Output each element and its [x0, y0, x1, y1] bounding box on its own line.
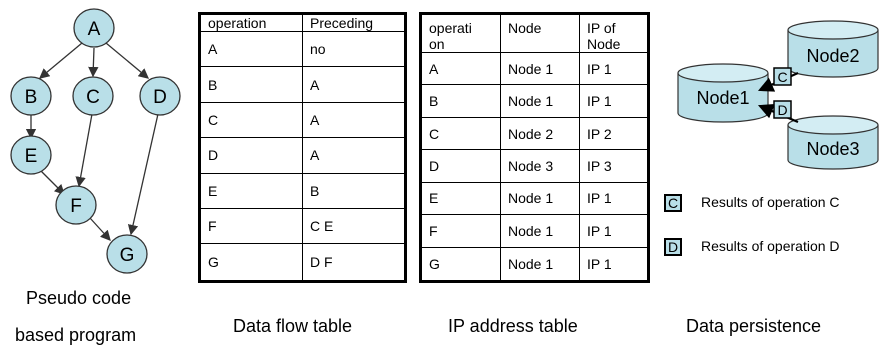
data-flow-cell: D	[199, 137, 303, 174]
data-flow-cell: F	[199, 208, 303, 245]
node-f-label: F	[70, 196, 82, 217]
ip-header-ip: IP of Node	[579, 13, 649, 53]
node-d-label: D	[153, 87, 167, 108]
ip-address-cell: Node 1	[500, 246, 580, 283]
edge-f-g	[89, 217, 111, 241]
ip-address-cell: G	[420, 246, 501, 283]
ip-address-cell: D	[420, 149, 501, 183]
data-flow-cell: E	[199, 172, 303, 210]
node-a	[73, 8, 115, 48]
tag-d-label: D	[777, 102, 787, 118]
node-b	[10, 76, 52, 116]
data-flow-cell: A	[302, 137, 406, 174]
data-flow-header-preceding: Preceding	[302, 13, 406, 32]
ip-header-node: Node	[500, 13, 580, 53]
node-g	[106, 234, 148, 274]
node-c-label: C	[86, 87, 100, 108]
data-flow-header-operation: operation	[199, 13, 303, 32]
tag-d-box	[773, 100, 792, 119]
data-flow-cell: B	[199, 66, 303, 103]
graph-caption-line1: Pseudo code	[26, 288, 132, 308]
db-node2-cylinder	[787, 20, 879, 78]
ip-address-cell: IP 1	[579, 246, 649, 283]
data-flow-cell: D F	[302, 243, 406, 282]
legend-d-text: Results of operation D	[701, 238, 840, 254]
edge-d-g	[127, 113, 159, 236]
ip-address-cell: IP 1	[579, 84, 649, 118]
db-node3-label: Node3	[806, 139, 859, 159]
ip-address-cell: IP 2	[579, 116, 649, 151]
ip-address-cell: IP 1	[579, 214, 649, 248]
operation-graph: A B C D E F G	[10, 8, 181, 274]
node-c	[72, 76, 114, 116]
ip-address-cell: C	[420, 116, 501, 151]
graph-caption-line2: based program	[15, 325, 137, 345]
data-flow-cell: C	[199, 101, 303, 139]
ip-header-operation: operati on	[420, 13, 501, 53]
data-persistence-caption: Data persistence	[686, 316, 822, 336]
ip-address-cell: IP 1	[579, 51, 649, 86]
tag-c-label: C	[777, 69, 787, 85]
tag-c-box	[773, 67, 792, 86]
ip-address-cell: E	[420, 181, 501, 216]
data-flow-caption: Data flow table	[233, 316, 353, 336]
data-persistence-diagram: Node2 Node1 Node3 C D	[677, 20, 879, 170]
ip-address-cell: Node 1	[500, 51, 580, 86]
ip-address-cell: Node 2	[500, 116, 580, 151]
ip-address-cell: A	[420, 51, 501, 86]
node-b-label: B	[25, 87, 38, 108]
ip-address-cell: B	[420, 84, 501, 118]
ip-address-cell: IP 3	[579, 149, 649, 183]
data-flow-cell: B	[302, 172, 406, 210]
legend-c-text: Results of operation C	[701, 194, 840, 210]
ip-address-cell: Node 3	[500, 149, 580, 183]
node-f	[55, 185, 97, 225]
node-e	[10, 135, 52, 175]
ip-address-cell: Node 1	[500, 84, 580, 118]
node-g-label: G	[120, 245, 135, 266]
ip-address-cell: Node 1	[500, 214, 580, 248]
node-d	[139, 76, 181, 116]
data-flow-cell: A	[302, 66, 406, 103]
data-flow-header-row: operation Preceding	[199, 13, 406, 32]
db-node1-label: Node1	[696, 88, 749, 108]
edge-a-c	[88, 47, 99, 78]
ip-address-cell: IP 1	[579, 181, 649, 216]
data-flow-cell: G	[199, 243, 303, 282]
edge-a-b	[39, 42, 83, 79]
legend-d-box: D	[664, 238, 682, 256]
ip-address-cell: Node 1	[500, 181, 580, 216]
edge-a-d	[105, 42, 149, 79]
edge-c-f	[75, 113, 93, 188]
node-a-label: A	[88, 19, 101, 40]
data-flow-cell: C E	[302, 208, 406, 245]
legend-c-box: C	[664, 194, 682, 212]
data-flow-cell: no	[302, 30, 406, 68]
ip-header-row: operati on Node IP of Node	[420, 13, 649, 53]
data-flow-cell: A	[302, 101, 406, 139]
db-node2-label: Node2	[806, 46, 859, 66]
node-e-label: E	[25, 146, 38, 167]
edge-e-f	[39, 169, 65, 195]
data-flow-cell: A	[199, 30, 303, 68]
ip-address-cell: F	[420, 214, 501, 248]
ip-address-caption: IP address table	[448, 316, 578, 336]
db-node3-cylinder	[787, 115, 879, 170]
